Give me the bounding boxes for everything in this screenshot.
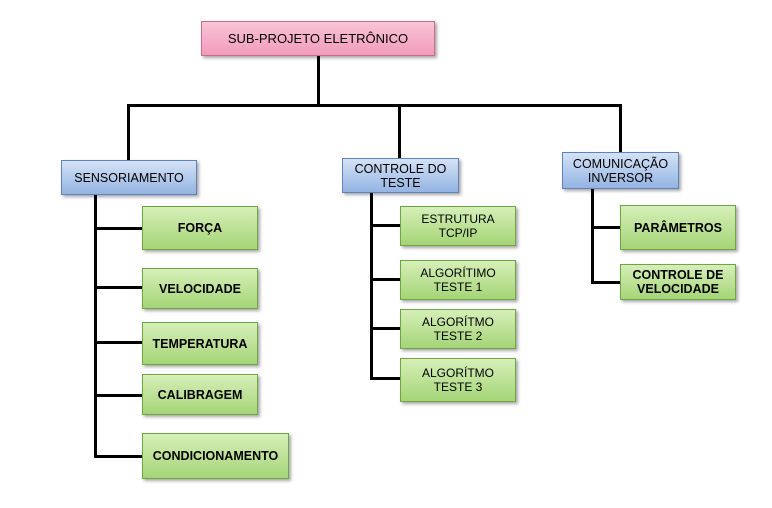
connector-tick-parametros: [591, 226, 621, 229]
leaf-node-calibragem: CALIBRAGEM: [142, 374, 258, 415]
connector-tick-forca: [94, 227, 143, 230]
connector-tick-condicionamento: [94, 455, 143, 458]
connector-tick-algoritmo-3: [370, 377, 401, 380]
leaf-node-algoritmo-teste-2: ALGORÍTMO TESTE 2: [400, 309, 516, 349]
connector-tick-temperatura: [94, 341, 143, 344]
root-node: SUB-PROJETO ELETRÔNICO: [201, 21, 435, 56]
connector-controle-teste-spine: [370, 193, 373, 380]
leaf-node-forca: FORÇA: [142, 206, 258, 250]
leaf-node-velocidade: VELOCIDADE: [142, 268, 258, 309]
leaf-node-algoritmo-teste-3: ALGORÍTMO TESTE 3: [400, 358, 516, 402]
leaf-node-algoritimo-teste-1: ALGORÍTIMO TESTE 1: [400, 260, 516, 300]
connector-tick-estrutura: [370, 224, 401, 227]
category-node-comunicacao-inversor: COMUNICAÇÃO INVERSOR: [562, 152, 679, 189]
category-node-sensoriamento: SENSORIAMENTO: [61, 160, 197, 195]
category-node-controle-teste: CONTROLE DO TESTE: [342, 158, 459, 193]
connector-bus-to-controle-teste: [398, 104, 401, 159]
connector-comunicacao-spine: [591, 189, 594, 284]
leaf-node-condicionamento: CONDICIONAMENTO: [142, 433, 289, 479]
connector-bus-to-comunicacao: [619, 104, 622, 152]
connector-tick-controle-velocidade: [591, 281, 621, 284]
connector-root-down: [317, 55, 320, 105]
connector-tick-algoritmo-2: [370, 327, 401, 330]
connector-tick-calibragem: [94, 394, 143, 397]
leaf-node-parametros: PARÂMETROS: [620, 205, 736, 250]
connector-bus-to-sensoriamento: [127, 104, 130, 161]
connector-horizontal-bus: [127, 104, 622, 107]
leaf-node-controle-de-velocidade: CONTROLE DE VELOCIDADE: [620, 264, 736, 300]
leaf-node-estrutura-tcp-ip: ESTRUTURA TCP/IP: [400, 206, 516, 246]
connector-sensoriamento-spine: [94, 194, 97, 458]
connector-tick-algoritimo-1: [370, 278, 401, 281]
leaf-node-temperatura: TEMPERATURA: [142, 322, 258, 365]
connector-tick-velocidade: [94, 286, 143, 289]
